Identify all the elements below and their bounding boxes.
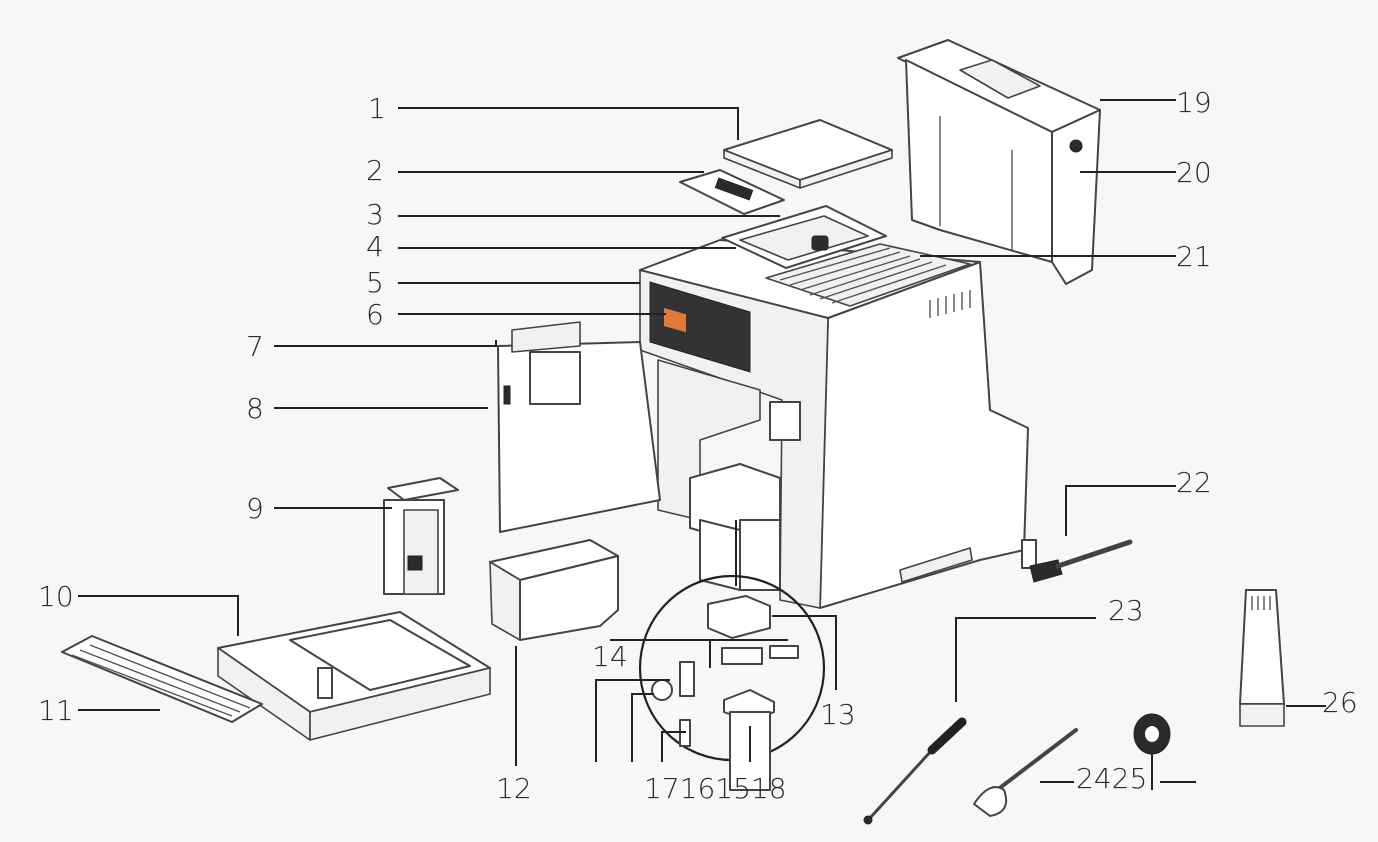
label-11: 11 [38, 694, 74, 727]
label-14: 14 [592, 640, 628, 673]
label-21: 21 [1176, 240, 1212, 273]
part-23-cleaning-brush [863, 717, 967, 825]
part-12-grounds-container [489, 539, 619, 641]
label-12: 12 [496, 772, 532, 805]
label-7: 7 [246, 330, 264, 363]
part-26-grease-tube [1239, 589, 1285, 727]
label-3: 3 [366, 198, 384, 231]
part-10-drip-tray [217, 611, 491, 741]
label-5: 5 [366, 266, 384, 299]
part-19-water-tank [897, 39, 1101, 285]
label-26: 26 [1322, 686, 1358, 719]
label-19: 19 [1176, 86, 1212, 119]
label-20: 20 [1176, 156, 1212, 189]
label-23: 23 [1108, 594, 1144, 627]
label-9: 9 [246, 492, 264, 525]
machine-body [639, 205, 1029, 609]
label-13: 13 [820, 698, 856, 731]
part-22-power-cord [1021, 539, 1133, 583]
detail-circle [638, 520, 826, 791]
part-9-brew-unit [383, 477, 459, 595]
part-number-labels: 1 2 3 4 5 6 7 8 9 10 11 12 13 14 1716151… [38, 86, 1358, 805]
label-24-25: 2425 [1076, 762, 1147, 795]
part-24-spoon [973, 728, 1078, 817]
part-2-small-lid [679, 169, 785, 215]
label-15-18: 17161518 [644, 772, 787, 805]
part-25-water-filter [1133, 713, 1171, 790]
part-8-door [497, 321, 661, 533]
leader-lines [78, 99, 1326, 783]
label-1: 1 [368, 92, 386, 125]
part-11-drip-grate [61, 635, 263, 723]
part-1-lid [723, 119, 893, 189]
label-22: 22 [1176, 466, 1212, 499]
label-6: 6 [366, 298, 384, 331]
label-10: 10 [38, 580, 74, 613]
label-2: 2 [366, 154, 384, 187]
label-4: 4 [366, 230, 384, 263]
label-8: 8 [246, 392, 264, 425]
